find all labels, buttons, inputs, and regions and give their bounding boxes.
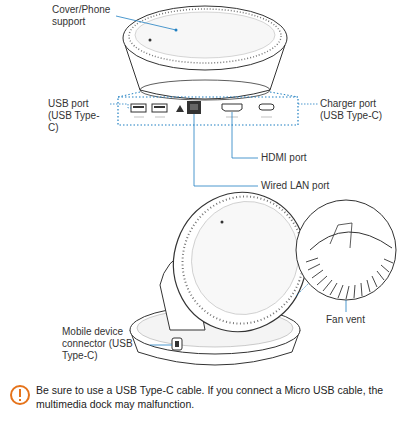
port-icon	[155, 117, 165, 118]
leader-line	[298, 104, 318, 105]
usb-a-port	[152, 104, 167, 112]
part-label: Fan vent	[326, 314, 386, 326]
support-surface	[176, 186, 315, 329]
port-icon	[134, 117, 144, 118]
usb-c-port	[259, 104, 274, 110]
leader-line	[116, 16, 176, 30]
connector-tip	[175, 341, 179, 347]
support-dot	[221, 221, 224, 224]
vent-interior	[330, 223, 352, 248]
cover-surface	[135, 12, 275, 58]
part-label: USB port (USB Type-C)	[48, 98, 110, 134]
part-label: Mobile device connector (USB Type-C)	[62, 326, 150, 362]
leader-line	[110, 104, 131, 108]
leader-line	[346, 300, 347, 312]
part-label: HDMI port	[261, 152, 341, 164]
leader-line	[232, 112, 258, 158]
dock-base	[140, 80, 270, 100]
zoom-line	[270, 92, 298, 97]
part-label: Wired LAN port	[261, 180, 351, 192]
fan-vent-slots	[306, 258, 393, 299]
note-text: Be sure to use a USB Type-C cable. If yo…	[36, 383, 396, 411]
zoom-line	[296, 282, 310, 296]
lan-socket	[190, 104, 198, 110]
warning-mark	[19, 389, 21, 397]
part-label: Cover/Phone support	[52, 4, 114, 28]
leader-line	[150, 345, 172, 346]
usb-a-port	[131, 104, 146, 112]
usb-c-connector	[172, 338, 182, 350]
hdmi-port	[222, 104, 242, 111]
leader-dot	[175, 29, 178, 32]
dock-cover	[123, 6, 287, 70]
lan-port	[187, 101, 201, 114]
fan-vent-zoom	[296, 200, 396, 300]
usb-a-tongue	[133, 106, 144, 108]
cover-rim	[129, 9, 281, 63]
port-icon	[261, 117, 272, 118]
cover-dot	[149, 39, 152, 42]
part-label: Charger port (USB Type-C)	[320, 98, 398, 122]
usb-a-tongue	[154, 106, 165, 108]
port-panel	[118, 97, 298, 125]
warning-icon	[11, 386, 29, 404]
lan-icon	[176, 105, 184, 112]
warning-mark	[19, 399, 21, 401]
zoom-line	[118, 92, 140, 97]
leader-line	[194, 114, 258, 186]
